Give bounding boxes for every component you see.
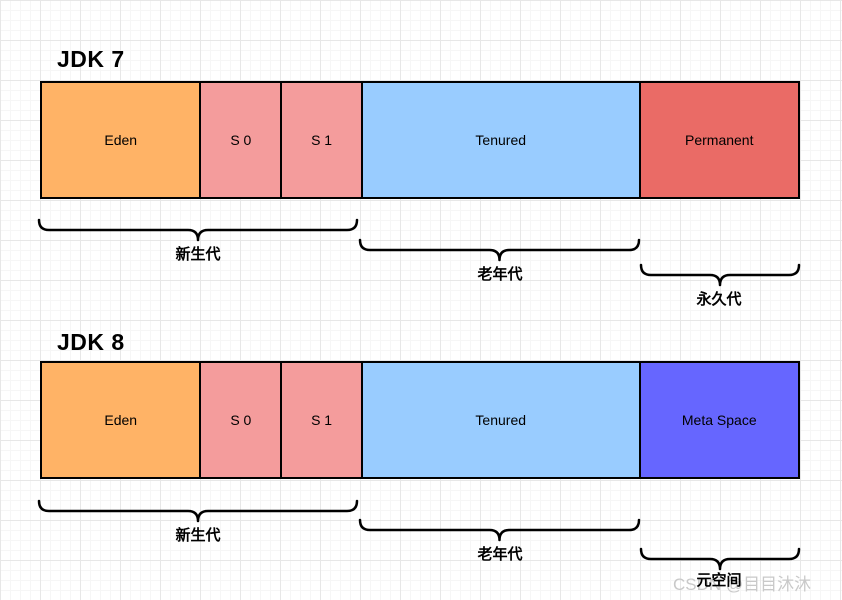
perm-gen-label-jdk7: 永久代 [696,291,742,308]
jdk7-segment-permanent: Permanent [638,83,798,197]
old-gen-label-jdk8: 老年代 [477,546,523,563]
jdk8-segment-tenured: Tenured [360,363,639,477]
segment-label: S 1 [311,412,333,428]
brace-old-gen-jdk8 [358,518,641,542]
young-gen-label-jdk8: 新生代 [175,527,221,544]
jdk7-title: JDK 7 [57,46,125,72]
old-gen-label-jdk7: 老年代 [477,266,523,283]
segment-label: S 1 [311,132,333,148]
young-gen-label-jdk7: 新生代 [175,246,221,263]
brace-old-gen-jdk7 [358,238,641,262]
jdk7-segment-tenured: Tenured [360,83,639,197]
segment-label: Permanent [685,132,754,148]
segment-label: Tenured [475,412,527,428]
segment-label: Tenured [475,132,527,148]
metaspace-label-jdk8: 元空间 [696,572,742,589]
jdk7-segment-eden: Eden [42,83,200,197]
jdk8-segment-s1: S 1 [280,363,361,477]
jdk8-heap-bar: Eden S 0 S 1 Tenured Meta Space [40,361,800,479]
jdk7-segment-s1: S 1 [280,83,361,197]
segment-label: S 0 [230,132,252,148]
segment-label: Eden [104,412,138,428]
segment-label: Meta Space [681,412,757,428]
segment-label: S 0 [230,412,252,428]
jdk8-segment-s0: S 0 [199,363,281,477]
segment-label: Eden [104,132,138,148]
brace-perm-gen-jdk7 [639,263,801,287]
jdk8-segment-eden: Eden [42,363,200,477]
jdk8-title: JDK 8 [57,329,125,355]
jdk7-heap-bar: Eden S 0 S 1 Tenured Permanent [40,81,800,199]
jdk7-segment-s0: S 0 [199,83,281,197]
brace-young-gen-jdk8 [37,499,359,523]
csdn-watermark: CSDN @目目沐沐 [673,575,812,594]
brace-metaspace-jdk8 [639,547,801,571]
jdk8-segment-metaspace: Meta Space [638,363,798,477]
brace-young-gen-jdk7 [37,218,359,242]
